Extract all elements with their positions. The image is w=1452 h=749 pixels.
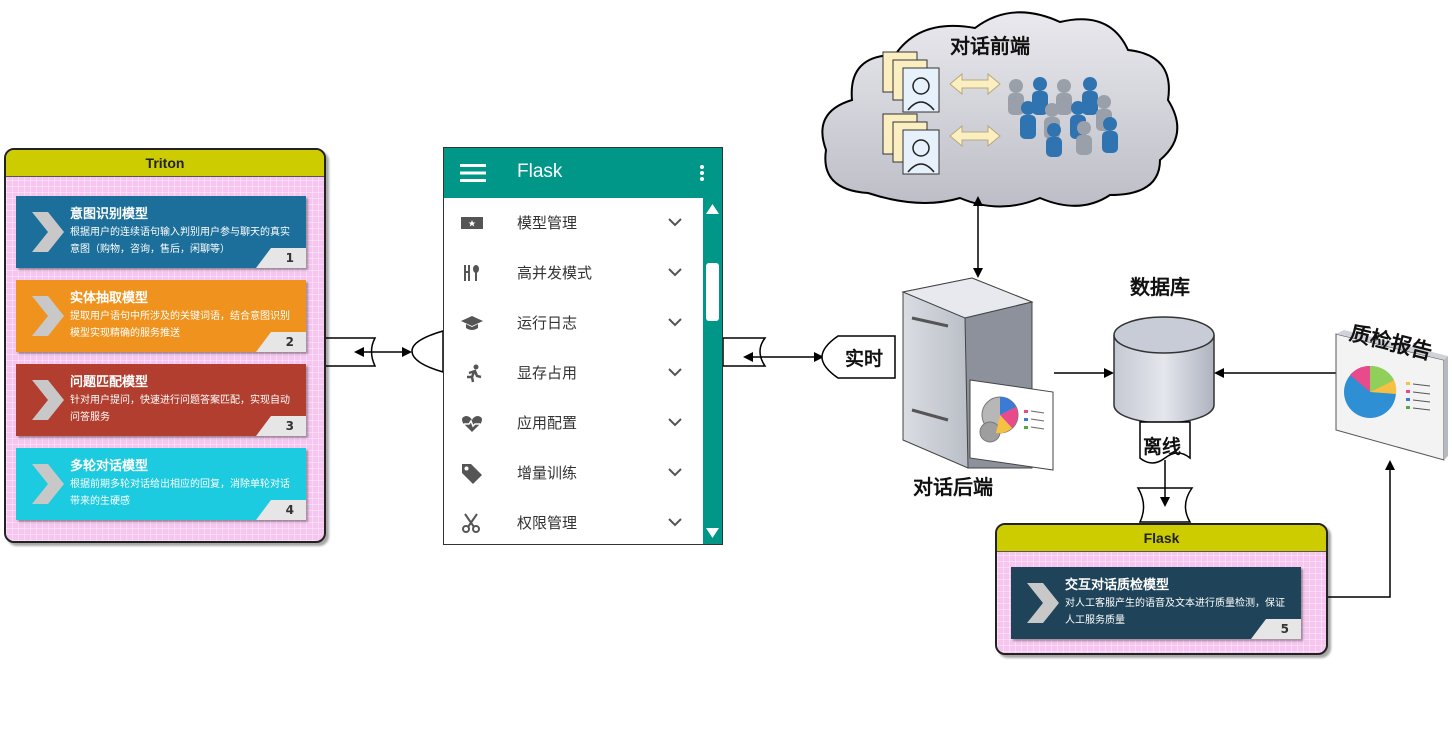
chevron-right-icon: [32, 212, 64, 252]
menu-item-label: 运行日志: [517, 314, 578, 332]
ticket-icon: [461, 217, 483, 229]
card-title: 交互对话质检模型: [1065, 578, 1170, 593]
menu-item[interactable]: 应用配置: [444, 398, 702, 448]
menu-item[interactable]: 模型管理: [444, 198, 702, 248]
card-title: 问题匹配模型: [70, 375, 149, 390]
offline-label: 离线: [1143, 436, 1182, 458]
chevron-right-icon: [32, 296, 64, 336]
tag-icon: [462, 464, 482, 484]
scrollbar[interactable]: [703, 198, 722, 544]
chevron-right-icon: [1027, 583, 1059, 623]
model-card[interactable]: 意图识别模型根据用户的连续语句输入判别用户参与聊天的真实意图（购物，咨询，售后，…: [16, 196, 306, 268]
card-number: 5: [1251, 619, 1301, 639]
frontend-label: 对话前端: [950, 34, 1030, 58]
card-title: 意图识别模型: [70, 207, 149, 222]
qa-flask-title: Flask: [997, 525, 1326, 552]
chevron-down-icon[interactable]: [668, 465, 682, 479]
triton-panel-title: Triton: [6, 150, 324, 177]
card-desc: 针对用户提问，快速进行问题答案匹配，实现自动问答服务: [70, 395, 290, 423]
card-desc: 提取用户语句中所涉及的关键词语，结合意图识别模型实现精确的服务推送: [70, 311, 290, 339]
chevron-down-icon[interactable]: [668, 415, 682, 429]
scroll-up-icon[interactable]: [706, 204, 719, 214]
menu-item[interactable]: 高并发模式: [444, 248, 702, 298]
chevron-down-icon[interactable]: [668, 315, 682, 329]
qa-report-link: [1326, 460, 1395, 598]
scrollbar-thumb[interactable]: [706, 263, 719, 321]
scissors-icon: [462, 513, 480, 533]
database-label: 数据库: [1130, 275, 1190, 299]
triton-flask-connector: [324, 330, 444, 373]
menu-item-label: 显存占用: [517, 364, 578, 382]
qa-flask-panel: Flask 交互对话质检模型 对人工客服产生的语音及文本进行质量检测，保证人工服…: [995, 523, 1328, 655]
card-number: 4: [256, 500, 306, 520]
chevron-down-icon[interactable]: [668, 215, 682, 229]
chevron-down-icon[interactable]: [668, 265, 682, 279]
more-vert-icon[interactable]: [699, 164, 705, 182]
chevron-down-icon[interactable]: [668, 365, 682, 379]
chevron-down-icon[interactable]: [668, 515, 682, 529]
menu-item[interactable]: 显存占用: [444, 348, 702, 398]
card-desc: 根据用户的连续语句输入判别用户参与聊天的真实意图（购物，咨询，售后，闲聊等）: [70, 227, 290, 255]
card-title: 多轮对话模型: [70, 459, 149, 474]
qa-model-card[interactable]: 交互对话质检模型 对人工客服产生的语音及文本进行质量检测，保证人工服务质量 5: [1011, 567, 1301, 639]
server-icon: [901, 277, 1054, 471]
menu-item-label: 模型管理: [517, 214, 578, 232]
card-desc: 对人工客服产生的语音及文本进行质量检测，保证人工服务质量: [1065, 598, 1285, 626]
chevron-right-icon: [32, 464, 64, 504]
menu-item[interactable]: 运行日志: [444, 298, 702, 348]
utensils-icon: [464, 265, 479, 281]
report-board-icon: [1335, 330, 1448, 461]
hamburger-icon[interactable]: [460, 164, 486, 182]
card-desc: 根据前期多轮对话给出相应的回复，消除单轮对话带来的生硬感: [70, 479, 290, 507]
backend-label: 对话后端: [913, 475, 993, 499]
heartbeat-icon: [462, 416, 482, 432]
chevron-right-icon: [32, 380, 64, 420]
menu-item-label: 应用配置: [517, 414, 578, 432]
runner-icon: [467, 364, 482, 383]
card-title: 实体抽取模型: [70, 291, 149, 306]
flask-menu: Flask 模型管理高并发模式运行日志显存占用应用配置增量训练权限管理: [443, 147, 723, 545]
flask-menu-title: Flask: [517, 161, 563, 182]
flask-backend-connector: [722, 335, 896, 379]
database-icon: [1113, 316, 1215, 424]
menu-item-label: 权限管理: [517, 514, 578, 532]
card-number: 3: [256, 416, 306, 436]
triton-panel: Triton 意图识别模型根据用户的连续语句输入判别用户参与聊天的真实意图（购物…: [4, 148, 326, 543]
card-number: 1: [256, 248, 306, 268]
card-number: 2: [256, 332, 306, 352]
graduation-cap-icon: [461, 316, 483, 330]
menu-item[interactable]: 权限管理: [444, 498, 702, 544]
menu-item-label: 高并发模式: [517, 264, 593, 282]
menu-item[interactable]: 增量训练: [444, 448, 702, 498]
menu-item-label: 增量训练: [517, 464, 578, 482]
frontend-cloud: [821, 11, 1179, 208]
flask-menu-bar: Flask: [444, 148, 722, 198]
realtime-label: 实时: [845, 348, 884, 370]
db-qa-connector: [1136, 421, 1194, 523]
scroll-down-icon[interactable]: [706, 528, 719, 538]
